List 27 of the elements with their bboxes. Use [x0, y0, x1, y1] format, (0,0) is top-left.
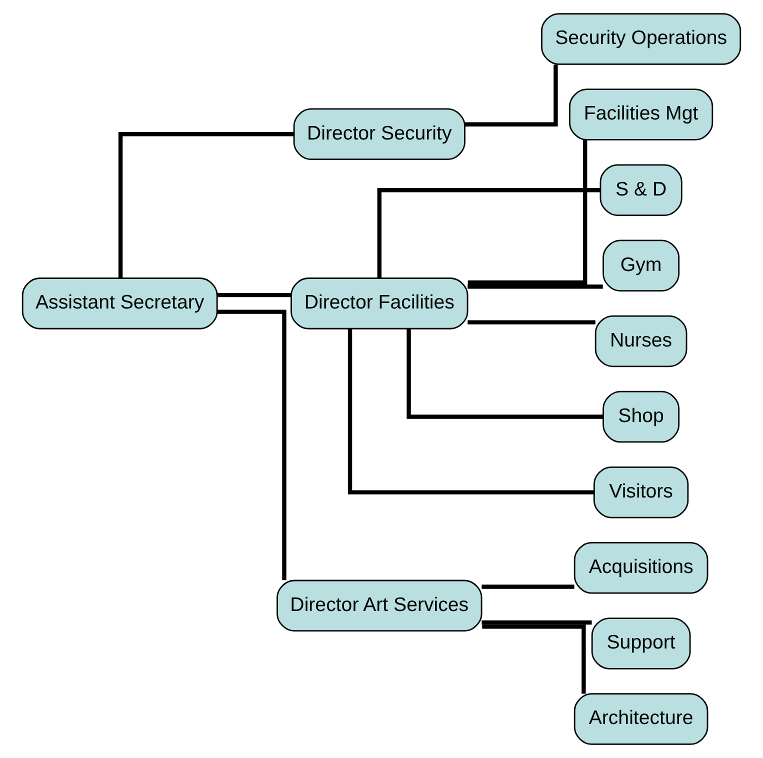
connector: [482, 584, 574, 589]
connector: [468, 140, 588, 285]
node-box: Visitors: [593, 466, 689, 518]
connector: [406, 329, 604, 419]
connector: [348, 328, 594, 494]
node-box: Shop: [602, 390, 680, 443]
connector: [217, 292, 291, 298]
connector: [464, 64, 558, 126]
connector: [377, 188, 600, 278]
connector: [217, 310, 286, 580]
connector: [468, 320, 596, 324]
node-box: Director Art Services: [276, 580, 482, 632]
node-box: Security Operations: [541, 13, 742, 65]
node-box: Assistant Secretary: [22, 278, 218, 330]
node-box: Director Security: [293, 108, 466, 160]
connector: [468, 284, 603, 289]
node-box: S & D: [600, 164, 682, 216]
node-box: Gym: [602, 240, 680, 292]
node-box: Architecture: [574, 693, 708, 745]
node-box: Director Facilities: [290, 278, 468, 330]
node-box: Nurses: [594, 315, 688, 368]
node-box: Support: [591, 618, 691, 670]
connector: [482, 624, 586, 694]
connector: [118, 132, 294, 278]
node-box: Facilities Mgt: [569, 88, 714, 140]
connector: [482, 620, 592, 625]
node-box: Acquisitions: [574, 542, 708, 594]
